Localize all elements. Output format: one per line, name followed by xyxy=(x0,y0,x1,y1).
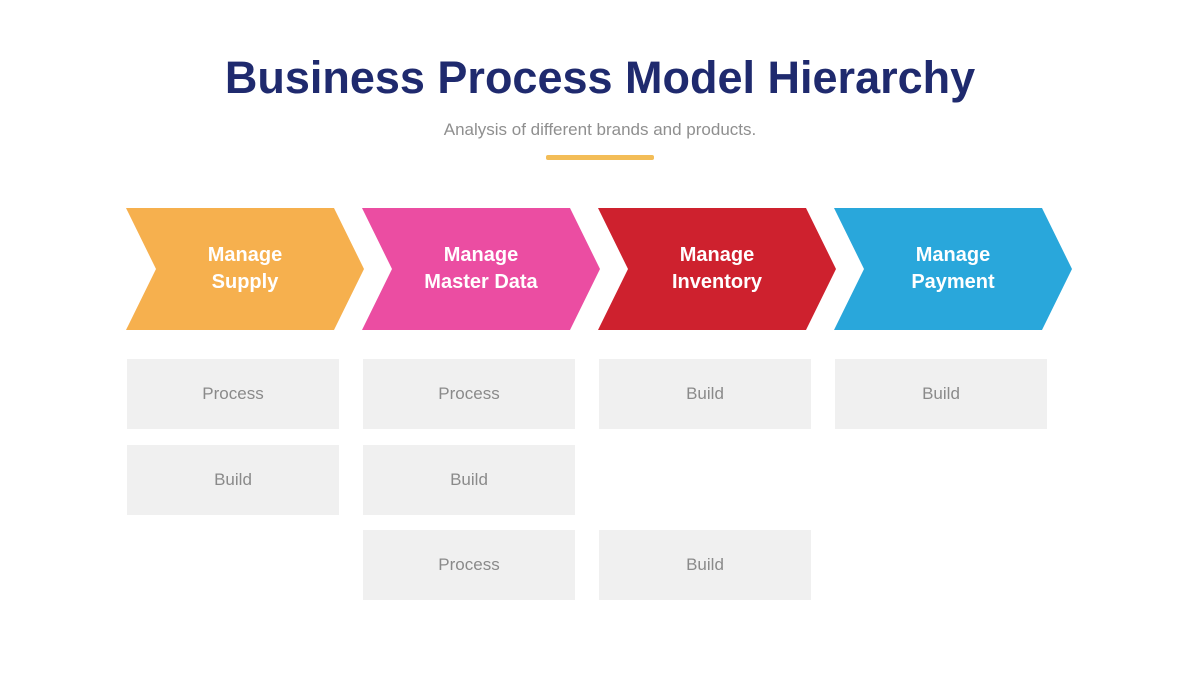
child-box-master-data-process-2: Process xyxy=(363,530,575,600)
child-box-inventory-build-1: Build xyxy=(599,359,811,429)
stage-arrow-manage-inventory: Manage Inventory xyxy=(598,208,836,330)
child-box-master-data-process-1: Process xyxy=(363,359,575,429)
stage-label: Manage Inventory xyxy=(671,244,763,293)
stage-arrow-manage-master-data: Manage Master Data xyxy=(362,208,600,330)
child-box-supply-process: Process xyxy=(127,359,339,429)
stage-label: Manage Payment xyxy=(911,244,995,293)
child-box-inventory-build-2: Build xyxy=(599,530,811,600)
page-title: Business Process Model Hierarchy xyxy=(224,52,976,103)
page-subtitle: Analysis of different brands and product… xyxy=(443,120,757,139)
stage-label: Manage Supply xyxy=(207,244,283,293)
title-underline-divider xyxy=(546,155,654,160)
child-box-supply-build: Build xyxy=(127,445,339,515)
child-box-payment-build: Build xyxy=(835,359,1047,429)
stage-arrow-manage-supply: Manage Supply xyxy=(126,208,364,330)
child-box-master-data-build: Build xyxy=(363,445,575,515)
stage-label: Manage Master Data xyxy=(424,244,538,293)
stage-arrow-manage-payment: Manage Payment xyxy=(834,208,1072,330)
